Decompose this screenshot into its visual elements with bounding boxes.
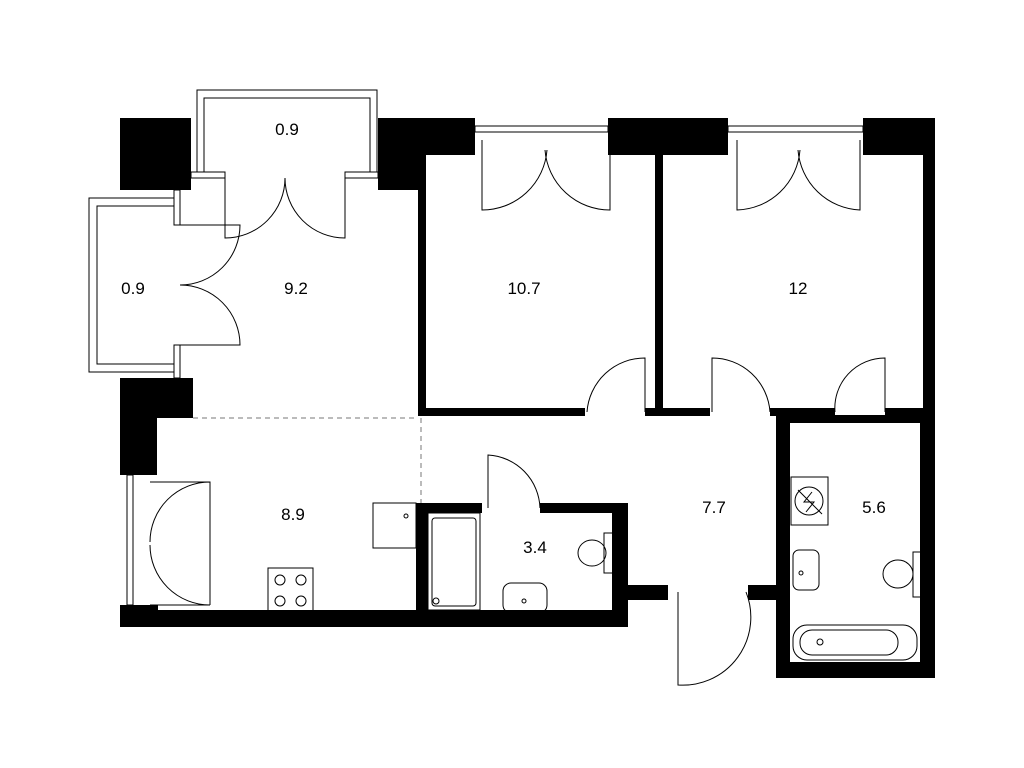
wall-bedroom1-bottom — [418, 408, 585, 416]
balconies — [88, 89, 378, 373]
room-area-balcony-top: 0.9 — [275, 120, 299, 139]
entrance-door — [677, 591, 752, 686]
room-area-bathroom-small: 3.4 — [523, 538, 547, 557]
windows — [126, 125, 864, 606]
room-labels: 0.9 0.9 9.2 10.7 12 8.9 3.4 7.7 5.6 — [121, 120, 886, 557]
wall-bottom-left — [120, 605, 158, 613]
washbasin-large-icon — [792, 549, 820, 591]
window — [173, 344, 181, 379]
balcony-top-door — [224, 177, 346, 239]
pillar-top-mid — [608, 118, 728, 155]
wall-bedroom2-bottom-c — [885, 408, 935, 416]
bathtub-small-icon — [427, 512, 481, 611]
wall-bottom — [120, 610, 628, 627]
wall-stub — [645, 408, 663, 416]
balcony-left-door — [179, 224, 241, 346]
zone-dividers — [193, 417, 422, 503]
bedroom2-window-door — [736, 140, 861, 211]
room-area-bedroom-2: 12 — [789, 279, 808, 298]
window — [173, 189, 181, 226]
water-heater-icon — [790, 476, 829, 526]
wall-bedroom2-bottom-a — [663, 408, 710, 416]
pillar-left — [120, 378, 193, 475]
bathtub-large-icon — [792, 624, 918, 661]
corridor-wall-stub — [612, 585, 668, 600]
room-area-balcony-left: 0.9 — [121, 279, 145, 298]
window — [727, 125, 864, 133]
pillar-top-left — [120, 118, 191, 190]
doors — [149, 140, 886, 686]
wall-bedroom2-bottom-b — [770, 408, 835, 416]
window — [126, 474, 134, 606]
bathroom-small-right-wall — [612, 503, 628, 627]
bathroom-large-walls — [748, 415, 935, 678]
bathroom-large-door — [834, 357, 886, 413]
window — [344, 171, 379, 179]
room-area-bathroom-large: 5.6 — [862, 498, 886, 517]
room-area-living-room: 9.2 — [284, 279, 308, 298]
window — [190, 171, 226, 179]
kitchen-sink-icon — [372, 502, 417, 549]
room-area-bedroom-1: 10.7 — [507, 279, 540, 298]
bedroom1-window-door — [481, 140, 611, 211]
washbasin-icon — [502, 582, 548, 614]
room-area-kitchen: 8.9 — [281, 505, 305, 524]
fixtures — [267, 476, 923, 661]
bathroom-small-door — [487, 454, 541, 509]
balcony-left-outline — [88, 197, 175, 373]
bathroom-small-top-wall-a — [416, 503, 482, 513]
pillar-top-right — [863, 118, 935, 415]
room-area-hallway: 7.7 — [702, 498, 726, 517]
wall-between-bedrooms — [655, 155, 663, 415]
window — [474, 125, 609, 133]
toilet-icon — [603, 532, 614, 574]
balcony-top-outline — [196, 89, 378, 172]
pillar-top-center — [378, 118, 475, 415]
walls — [120, 118, 935, 678]
bedroom1-door — [586, 357, 646, 413]
bedroom2-door — [711, 357, 771, 413]
bathroom-small-top-wall-b — [540, 503, 612, 513]
stove-icon — [267, 567, 314, 614]
bathroom-small-left-wall — [416, 503, 428, 613]
kitchen-balcony-door — [149, 481, 211, 606]
